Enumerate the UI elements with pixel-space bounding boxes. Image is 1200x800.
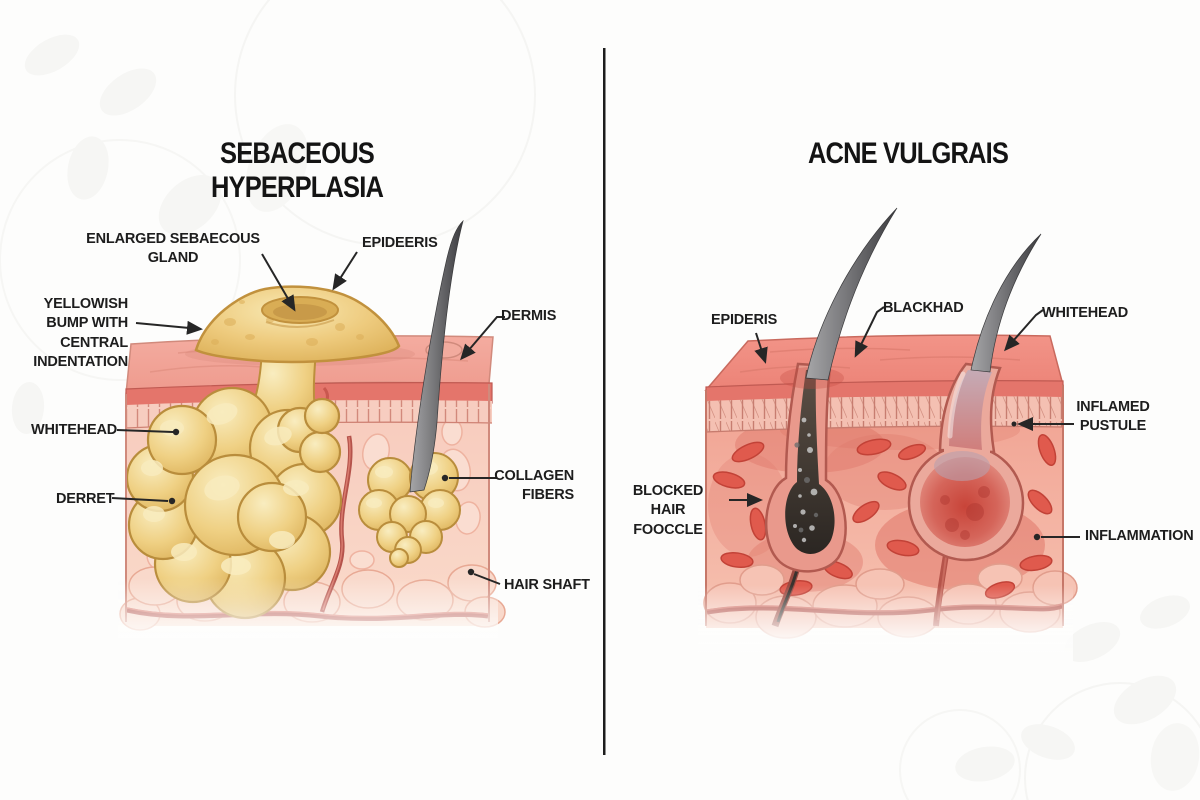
sebaceous-hyperplasia-illustration [118,219,506,692]
hair-shaft-blackhead [805,207,898,381]
label-inflammation: INFLAMMATION [1085,528,1194,544]
label-collagen-fibers: COLLAGEN FIBERS [494,468,574,504]
label-blocked-hair-follicle: BLOCKED HAIR FOOCCLE [632,483,704,538]
label-leader-lines [111,251,1080,585]
label-whitehead-left: WHITEHEAD [31,422,118,438]
right-panel-title: ACNE VULGRAIS [807,137,1009,170]
label-blackhead: BLACKHAD [883,300,964,316]
yellowish-bump-dome [194,285,401,364]
label-epidermis-right: EPIDERIS [711,312,778,328]
label-inflamed-pustule: INFLAMED PUSTULE [1076,399,1150,435]
hair-shaft-whitehead [970,233,1042,373]
label-yellowish-bump: YELLOWISH BUMP WITH CENTRAL INDENTATION [33,296,128,371]
leader-dots [168,421,1041,576]
acne-vulgaris-illustration [698,207,1078,692]
label-derret: DERRET [56,491,115,507]
label-epidermis-left: EPIDEERIS [362,235,438,251]
label-hair-shaft: HAIR SHAFT [504,577,590,593]
panel-divider [603,48,606,755]
label-enlarged-sebaceous-gland: ENLARGED SEBAECOUS GLAND [86,231,260,267]
label-whitehead-right: WHITEHEAD [1042,305,1129,321]
label-dermis: DERMIS [501,308,557,324]
left-panel-title: SEBACEOUS HYPERPLASIA [210,137,384,204]
hair-shaft [409,219,464,493]
blocked-hair-follicle [764,362,847,628]
